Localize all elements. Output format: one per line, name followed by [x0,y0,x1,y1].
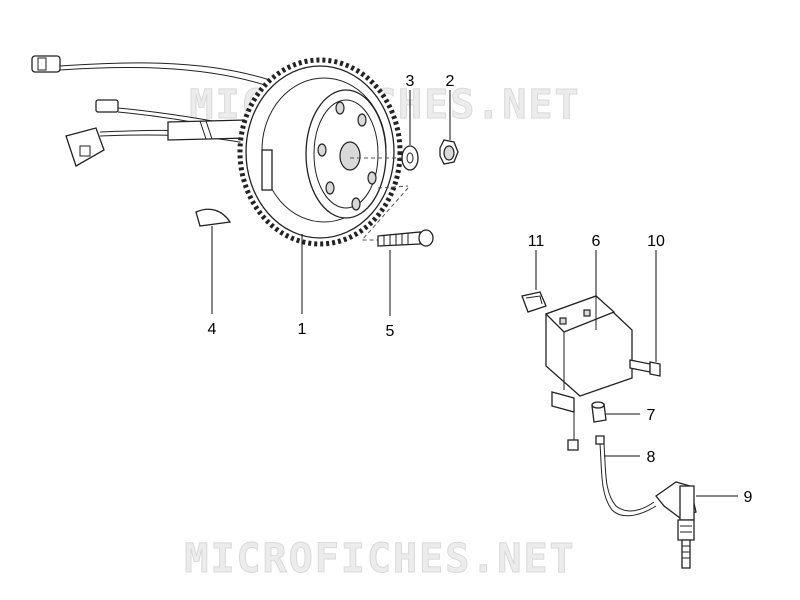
callout-1: 1 [298,321,307,338]
callout-7: 7 [647,407,656,424]
spark-plug [677,519,695,541]
part-7-cap[interactable] [591,401,640,423]
flywheel-assembly[interactable] [31,55,403,314]
part-3-washer[interactable] [401,90,419,171]
callout-2: 2 [446,73,455,90]
callout-4: 4 [208,321,217,338]
watermark-bottom: MICROFICHES.NET [184,536,575,582]
wire-top [59,62,271,81]
part-5-screw[interactable] [377,229,434,316]
part-11-clip[interactable] [521,250,547,313]
part-9-spark-plug-cap[interactable] [655,481,738,569]
part-4-key[interactable] [195,208,232,314]
part-8-ht-lead[interactable] [595,435,657,517]
callout-11: 11 [528,233,545,250]
callout-3: 3 [406,73,415,90]
callout-6: 6 [592,233,601,250]
callout-9: 9 [744,489,753,506]
part-10-bolt[interactable] [629,250,661,377]
part-2-nut[interactable] [439,90,459,165]
callout-5: 5 [386,323,395,340]
wire-sleeve [167,119,249,141]
pickup-slot [261,149,273,191]
callout-8: 8 [647,449,656,466]
hub-bore [339,141,361,171]
callout-10: 10 [647,233,665,250]
coil-ground-terminal [567,439,579,451]
connector-large [65,127,105,167]
part-6-ignition-coil[interactable] [544,250,633,413]
